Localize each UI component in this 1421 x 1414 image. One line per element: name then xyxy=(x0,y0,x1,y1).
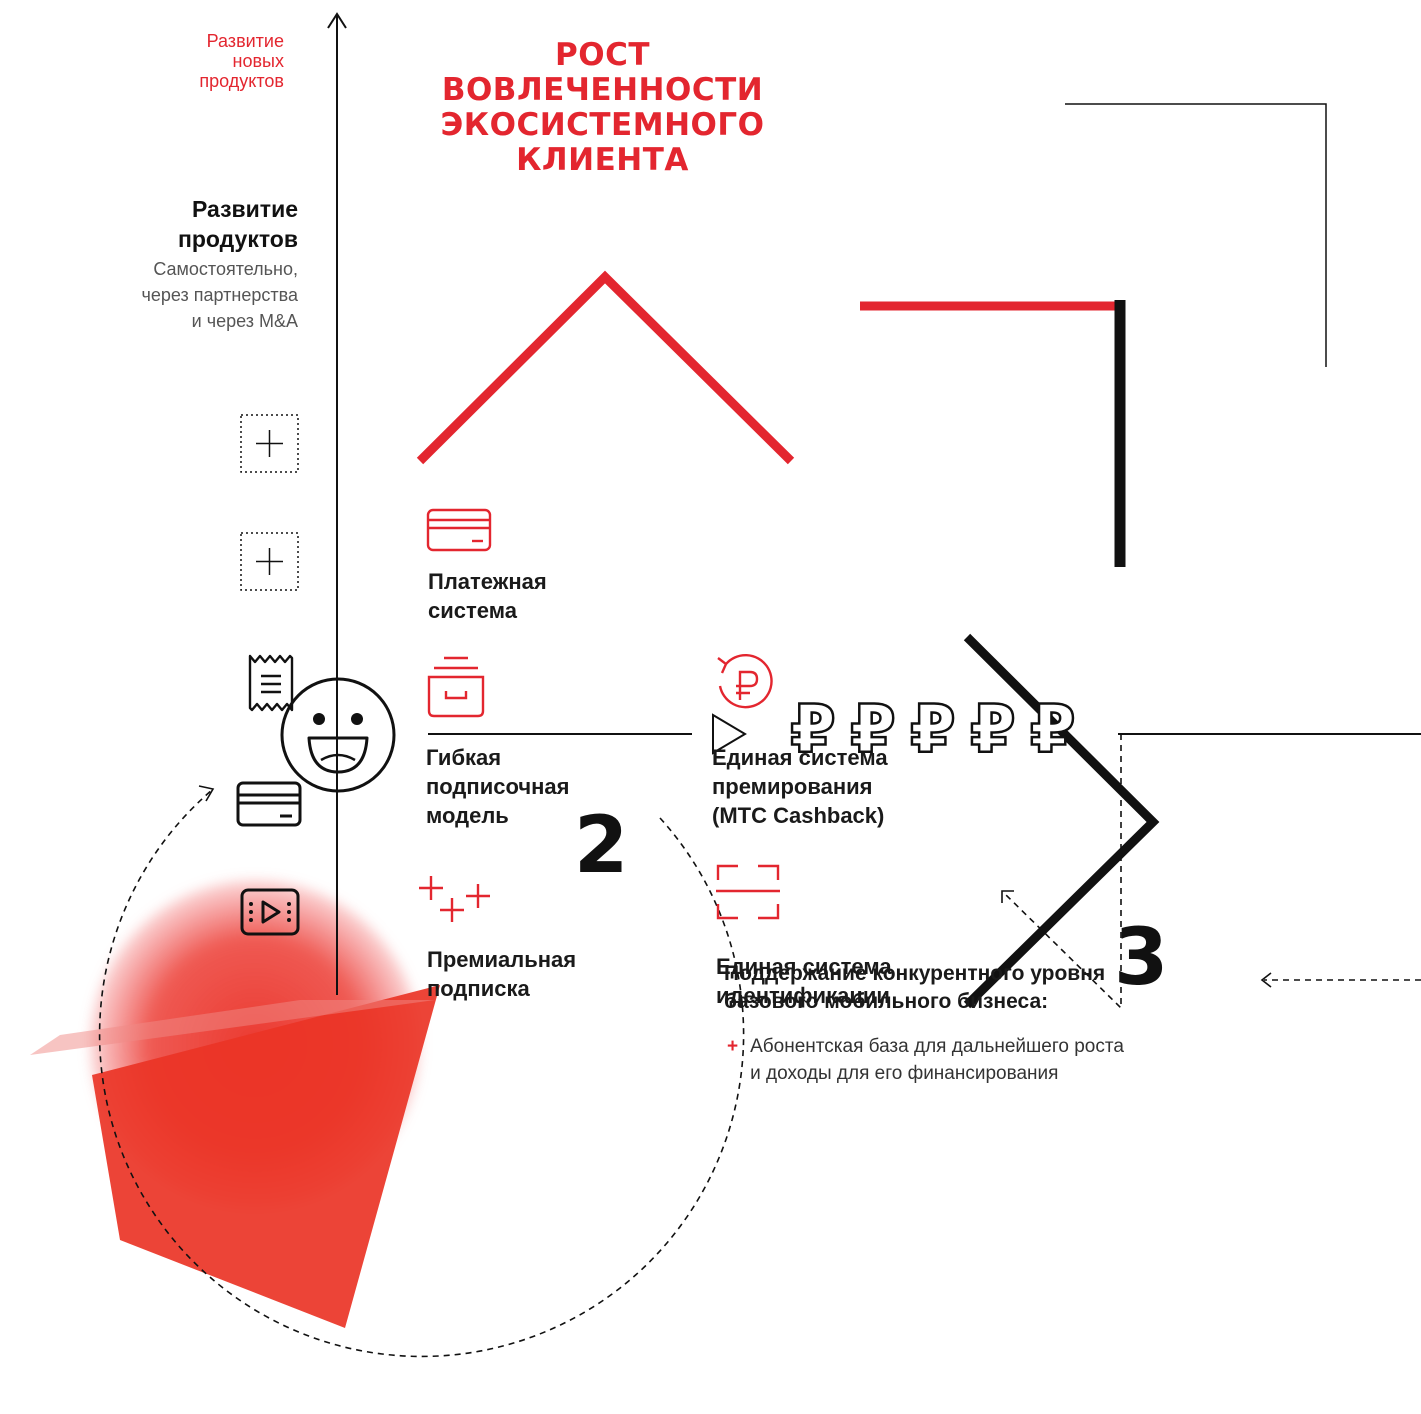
cashback-ruble-icon xyxy=(717,653,773,709)
red-chevron xyxy=(416,270,795,465)
play-arrow-icon xyxy=(712,713,747,755)
product-development-title: Развитие продуктов xyxy=(177,196,298,252)
step-number-3: 3 xyxy=(1114,913,1168,1003)
headline: РОСТ ВОВЛЕЧЕННОСТИ ЭКОСИСТЕМНОГО КЛИЕНТА xyxy=(440,37,765,178)
axis-note: Развитие новых продуктов xyxy=(199,31,284,91)
support-bullet: + Абонентская база для дальнейшего роста… xyxy=(727,1033,1124,1087)
ruble-icon: ₽ xyxy=(909,690,957,770)
dashed-circle-arc xyxy=(98,789,745,1358)
feature-label-cashback: Единая система премирования (МТС Cashbac… xyxy=(712,745,888,828)
scan-frame-icon xyxy=(716,864,780,920)
receipt-icon xyxy=(248,654,294,712)
black-chevron xyxy=(963,633,1160,1009)
feature-label-identification: Единая система идентификации xyxy=(716,954,892,1008)
feature-label-payment: Платежная система xyxy=(428,569,547,623)
subscription-box-icon xyxy=(427,656,485,718)
bullet-plus-icon: + xyxy=(727,1036,739,1057)
product-development-subtitle: Самостоятельно, через партнерства и чере… xyxy=(141,259,298,331)
ruble-icon: ₽ xyxy=(1029,690,1077,770)
add-square-icon xyxy=(240,414,299,473)
card-icon xyxy=(236,781,302,827)
ruble-icon: ₽ xyxy=(789,690,837,770)
feature-label-premium: Премиальная подписка xyxy=(427,947,577,1001)
axis-arrowhead xyxy=(327,12,347,29)
ruble-icon: ₽ xyxy=(849,690,897,770)
support-title: Поддержание конкурентного уровня базовог… xyxy=(724,962,1106,1013)
smile-icon xyxy=(280,677,396,793)
product-development-block: Развитие продуктов Самостоятельно, через… xyxy=(80,194,298,334)
card-icon xyxy=(426,508,492,552)
feature-label-subscription: Гибкая подписочная модель xyxy=(426,745,570,828)
add-square-icon xyxy=(240,532,299,591)
thin-bracket xyxy=(1065,103,1327,367)
plus-stars-icon xyxy=(419,876,490,922)
step-number-2: 2 xyxy=(574,801,628,891)
video-icon xyxy=(240,888,300,936)
dashed-up-arrow xyxy=(1003,734,1122,1010)
ruble-row: ₽ ₽ ₽ ₽ ₽ xyxy=(789,690,1077,770)
ruble-icon: ₽ xyxy=(969,690,1017,770)
